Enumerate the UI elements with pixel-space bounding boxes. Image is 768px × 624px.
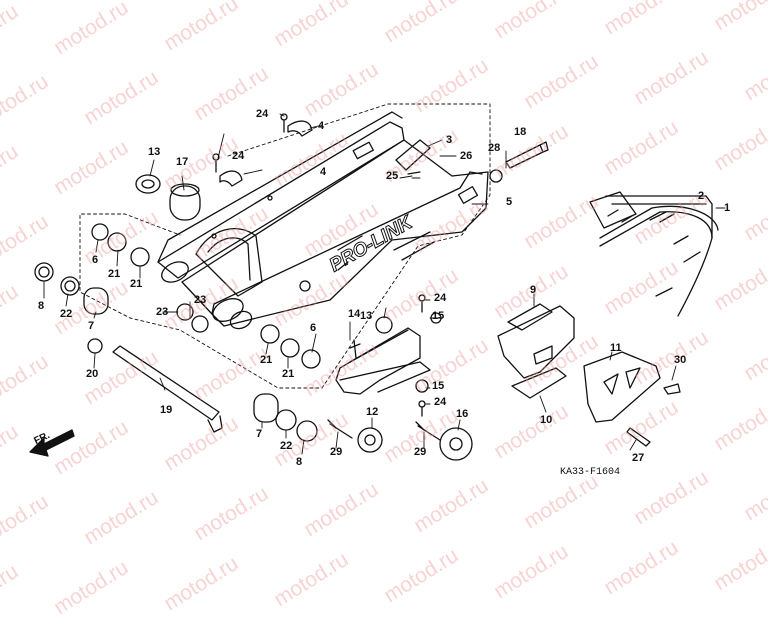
bushing [169, 183, 201, 221]
drawing-code: KA33-F1604 [560, 467, 621, 478]
part-callout: 12 [366, 406, 379, 418]
bearing [275, 409, 297, 431]
bushing [83, 287, 109, 315]
bolt [418, 294, 426, 313]
chain-guide-bracket [583, 351, 661, 423]
part-callout: 15 [432, 380, 445, 392]
part-callout: 1 [724, 202, 731, 214]
part-callout: 18 [514, 126, 527, 138]
part-callout: 27 [632, 452, 645, 464]
swingarm-lettering: PRO-LINK [326, 212, 417, 277]
seal [91, 223, 109, 241]
part-callout: 8 [38, 300, 45, 312]
bushing [253, 393, 279, 423]
front-direction-arrow [29, 429, 75, 457]
nut [489, 169, 503, 183]
washer [415, 379, 429, 393]
bolt [327, 419, 353, 439]
roller [439, 427, 473, 461]
bolt [626, 427, 651, 447]
seal [301, 349, 321, 369]
part-callout: 3 [446, 134, 453, 146]
roller [357, 427, 383, 453]
bearing [135, 174, 161, 194]
swingarm [157, 111, 489, 330]
bolt [280, 113, 288, 133]
part-callout: 22 [60, 308, 73, 320]
part-callout: 21 [282, 368, 295, 380]
part-callout: 23 [156, 306, 169, 318]
part-callout: 7 [256, 428, 263, 440]
guide-plate [511, 367, 567, 399]
part-callout: 6 [92, 254, 99, 266]
part-callout: 14 [348, 308, 361, 320]
part-callout: 5 [506, 196, 513, 208]
clamp [287, 120, 313, 137]
leader-lines [43, 113, 726, 455]
part-callout: 8 [296, 456, 303, 468]
bolt [407, 171, 421, 175]
part-callout: 29 [330, 446, 343, 458]
bearing [260, 324, 280, 344]
part-callout: 6 [310, 322, 317, 334]
part-callout: 17 [176, 156, 189, 168]
part-callout: 24 [232, 150, 245, 162]
seal [296, 420, 318, 442]
pivot-bolt [112, 345, 223, 433]
chain-slider-pad [395, 139, 431, 171]
part-callout: 21 [108, 268, 121, 280]
part-callout: 11 [610, 342, 622, 354]
bolt [505, 141, 549, 169]
swingarm-group-outline [79, 103, 491, 389]
part-callout: 16 [456, 408, 469, 420]
part-callout: 13 [148, 146, 161, 158]
part-callout: 30 [674, 354, 687, 366]
chain-guide [497, 303, 575, 379]
bearing [280, 338, 300, 358]
part-callout: 4 [318, 120, 325, 132]
part-callout: 25 [386, 170, 399, 182]
part-callout: 7 [88, 320, 95, 332]
chain-slider [335, 327, 431, 395]
part-callout: 4 [320, 166, 327, 178]
part-callout: 13 [360, 310, 373, 322]
part-callout: 21 [130, 278, 143, 290]
part-callout: 21 [260, 354, 273, 366]
clamp [219, 170, 243, 187]
part-callout: 28 [488, 142, 501, 154]
part-callout: 9 [530, 284, 537, 296]
bearing [107, 232, 127, 252]
part-callout: 24 [434, 292, 447, 304]
seal [34, 262, 54, 282]
part-callout: 29 [414, 446, 427, 458]
bolt [212, 153, 220, 173]
parts-diagram: PRO-LINK [29, 103, 726, 461]
part-callout: 2 [698, 190, 705, 202]
part-callout: 22 [280, 440, 293, 452]
callout-bracket [605, 195, 713, 239]
nut [87, 338, 103, 354]
bearing [60, 276, 80, 296]
bearing [176, 303, 194, 321]
part-callout: 24 [256, 108, 269, 120]
part-callout: 10 [540, 414, 553, 426]
bolt [415, 421, 441, 441]
bearing [191, 315, 209, 333]
part-callout: 23 [194, 294, 207, 306]
bolt [418, 400, 426, 417]
part-callout: 19 [160, 404, 173, 416]
part-callout: 20 [86, 368, 99, 380]
part-callout: 15 [432, 310, 445, 322]
bolt [663, 383, 681, 395]
bearing [130, 247, 150, 267]
collar [375, 316, 393, 334]
drive-chain [589, 191, 719, 317]
part-callout: 24 [434, 396, 447, 408]
part-callout: 26 [460, 150, 473, 162]
